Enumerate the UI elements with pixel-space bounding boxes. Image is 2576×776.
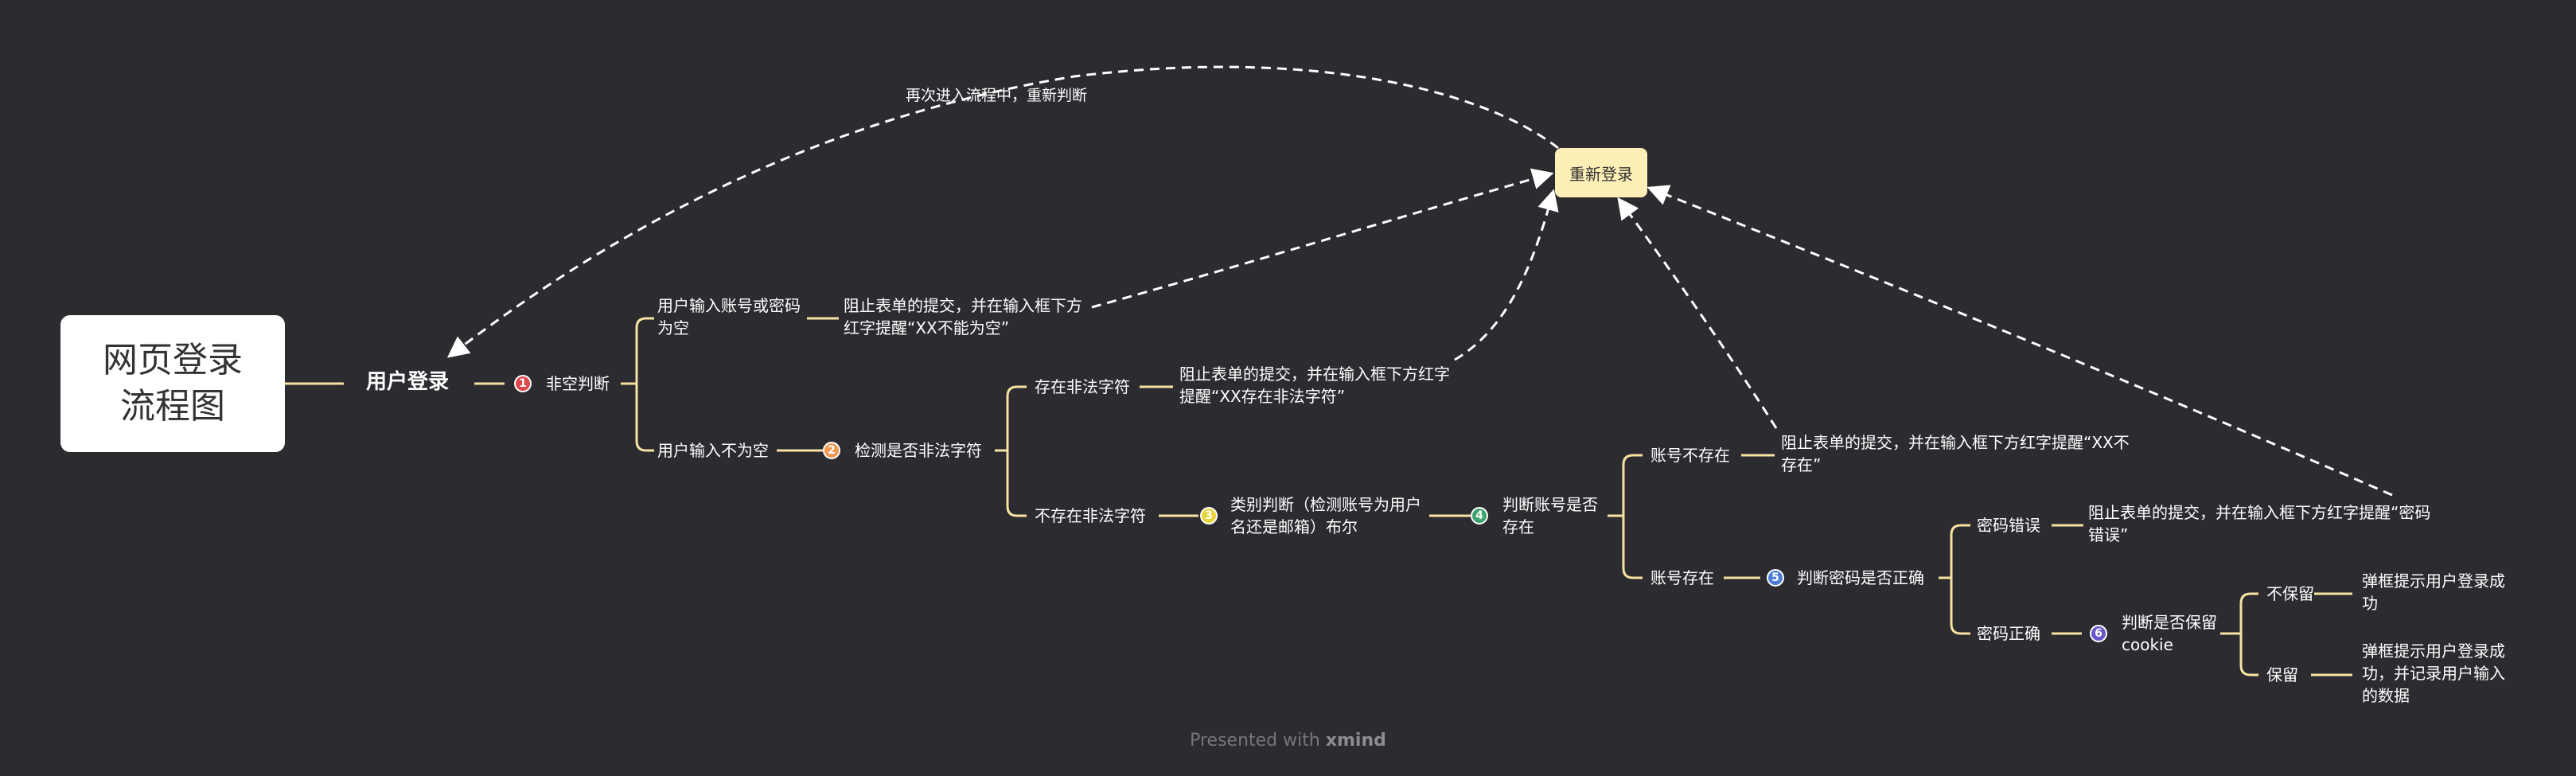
topic-cookie-check[interactable]: 判断是否保留cookie xyxy=(2122,613,2217,654)
step-badge-1: 1 xyxy=(514,375,532,392)
connector xyxy=(1622,516,1643,579)
topic-account-missing[interactable]: 账号不存在 xyxy=(1650,446,1730,465)
root-title-line1: 网页登录 xyxy=(103,340,243,380)
topic-password-wrong[interactable]: 密码错误 xyxy=(1977,516,2040,535)
footer-prefix: Presented with xyxy=(1190,731,1320,751)
topic-empty-check[interactable]: 非空判断 xyxy=(546,374,610,393)
topic-relogin[interactable]: 重新登录 xyxy=(1555,148,1647,197)
topic-no-illegal[interactable]: 不存在非法字符 xyxy=(1035,506,1146,525)
topic-illegal-exists[interactable]: 存在非法字符 xyxy=(1035,377,1130,396)
topic-password-check[interactable]: 判断密码是否正确 xyxy=(1797,568,1924,587)
topic-success-message[interactable]: 弹框提示用户登录成功 xyxy=(2362,571,2505,613)
topic-user-login[interactable]: 用户登录 xyxy=(366,370,450,394)
topic-not-empty[interactable]: 用户输入不为空 xyxy=(657,441,769,460)
xmind-logo: xmind xyxy=(1325,731,1386,751)
topic-keep[interactable]: 保留 xyxy=(2266,665,2298,684)
topic-block-illegal[interactable]: 阻止表单的提交，并在输入框下方红字提醒“XX存在非法字符” xyxy=(1179,365,1450,406)
topic-block-missing[interactable]: 阻止表单的提交，并在输入框下方红字提醒“XX不存在” xyxy=(1781,433,2130,474)
connector xyxy=(1950,524,1970,578)
relogin-arrow xyxy=(1454,189,1559,361)
topic-password-right[interactable]: 密码正确 xyxy=(1977,624,2040,643)
topic-illegal-check[interactable]: 检测是否非法字符 xyxy=(855,441,982,460)
connector xyxy=(1006,450,1027,517)
topic-block-empty[interactable]: 阻止表单的提交，并在输入框下方红字提醒“XX不能为空” xyxy=(844,296,1082,337)
topic-success-record-message[interactable]: 弹框提示用户登录成功，并记录用户输入的数据 xyxy=(2362,641,2505,705)
step-badge-6: 6 xyxy=(2090,625,2107,642)
connector xyxy=(635,384,654,452)
topic-type-check[interactable]: 类别判断（检测账号为用户名还是邮箱）布尔 xyxy=(1230,495,1421,536)
root-topic[interactable]: 网页登录流程图 xyxy=(60,315,285,452)
relogin-arrow xyxy=(1091,168,1554,309)
footer-credit: Presented with xmind xyxy=(0,731,2576,751)
topic-no-keep[interactable]: 不保留 xyxy=(2266,584,2314,603)
connector xyxy=(2239,592,2258,634)
topic-empty-input[interactable]: 用户输入账号或密码为空 xyxy=(657,296,801,337)
step-badge-4: 4 xyxy=(1471,507,1488,524)
relogin-arrow xyxy=(1617,197,1778,429)
step-badge-3: 3 xyxy=(1200,507,1218,524)
connector xyxy=(635,317,654,384)
relogin-arrow xyxy=(1647,185,2393,497)
connector xyxy=(1006,385,1027,450)
step-badge-5: 5 xyxy=(1767,569,1784,587)
connector xyxy=(1950,578,1970,635)
step-badge-2: 2 xyxy=(823,442,840,459)
reenter-label: 再次进入流程中，重新判断 xyxy=(906,87,1088,104)
topic-account-check[interactable]: 判断账号是否存在 xyxy=(1502,495,1598,536)
connector xyxy=(1622,454,1643,516)
topic-block-password[interactable]: 阻止表单的提交，并在输入框下方红字提醒“密码错误” xyxy=(2088,503,2431,544)
root-title-line2: 流程图 xyxy=(120,386,225,427)
connector xyxy=(2239,634,2258,677)
topic-account-exists[interactable]: 账号存在 xyxy=(1650,568,1714,587)
